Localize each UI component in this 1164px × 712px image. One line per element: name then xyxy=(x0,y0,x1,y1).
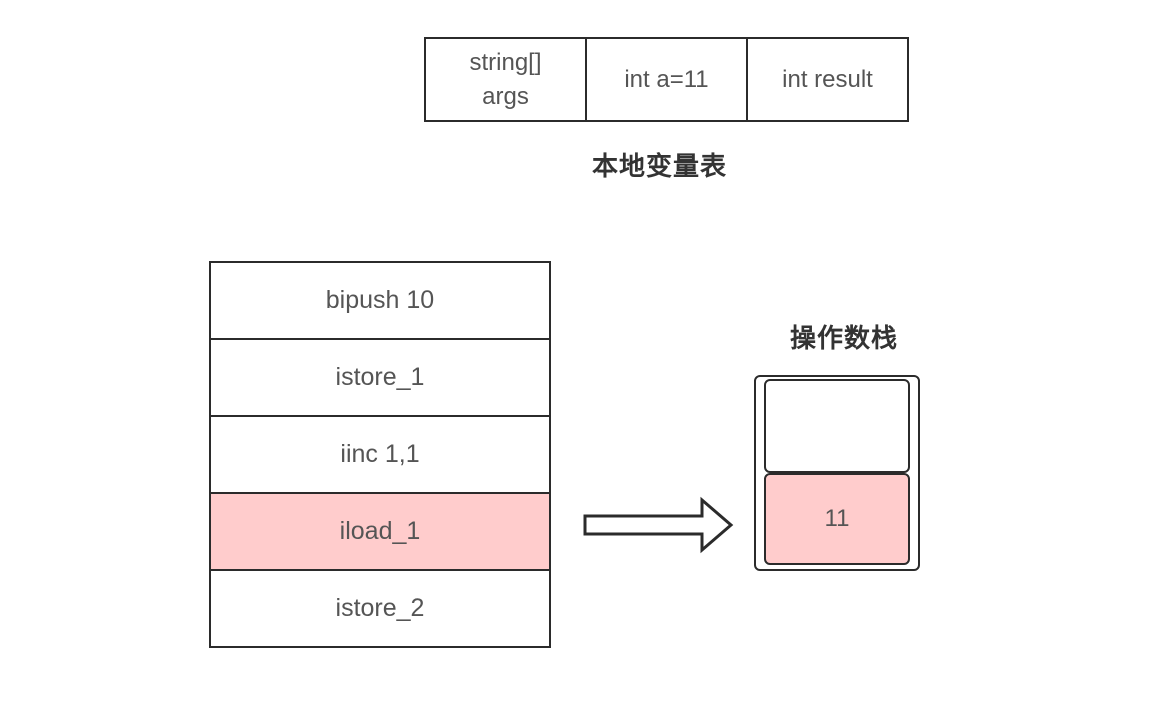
instruction-istore-2: istore_2 xyxy=(335,594,425,622)
instruction-list: bipush 10 istore_1 iinc 1,1 iload_1 isto… xyxy=(209,261,551,648)
local-variable-table: string[] args int a=11 int result xyxy=(424,37,909,122)
instruction-istore-1: istore_1 xyxy=(211,340,549,417)
instruction-bipush: bipush 10 xyxy=(211,263,549,340)
operand-stack: 11 xyxy=(754,375,920,571)
operand-stack-title: 操作数栈 xyxy=(790,324,899,354)
lvt-cell-result: int result xyxy=(782,65,873,93)
lvt-cell-args: string[] args xyxy=(426,39,587,120)
lvt-cell-a: int a=11 xyxy=(587,39,748,120)
stack-slot-bottom: 11 xyxy=(764,473,910,565)
instruction-iinc: iinc 1,1 xyxy=(211,417,549,494)
instruction-iload-1: iload_1 xyxy=(211,494,549,571)
right-arrow-icon xyxy=(583,496,734,554)
local-variable-table-title: 本地变量表 xyxy=(592,152,728,182)
stack-slot-top xyxy=(764,379,910,473)
